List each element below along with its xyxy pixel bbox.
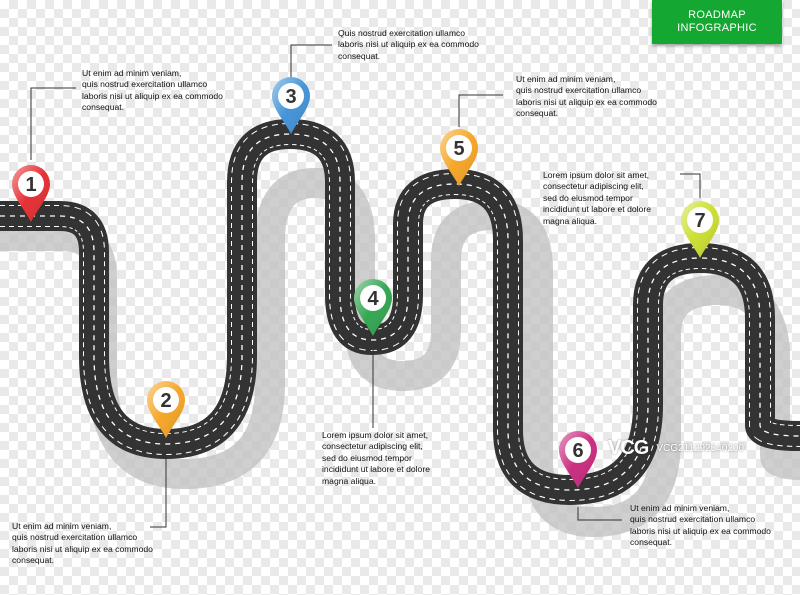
pin-1-number: 1 [25,174,36,196]
note-4: Lorem ipsum dolor sit amet, consectetur … [322,430,430,486]
pin-1-badge [18,171,44,197]
watermark-logo: VCG [608,436,649,459]
leader-line-6 [577,507,622,521]
pin-6-badge [565,437,591,463]
leader-lines [30,44,701,528]
pin-5-badge [446,135,472,161]
note-7: Lorem ipsum dolor sit amet, consectetur … [543,170,651,226]
pin-3: 3 [272,77,310,134]
note-5: Ut enim ad minim veniam, quis nostrud ex… [516,74,657,119]
watermark-text: VCG211292540200 [656,442,745,454]
leader-line-2 [150,458,167,528]
pin-1: 1 [12,165,50,222]
title-line-1: ROADMAP [688,9,746,21]
pin-4-number: 4 [367,288,379,310]
pin-6-number: 6 [572,440,583,462]
pin-2-badge [153,387,179,413]
note-3: Quis nostrud exercitation ullamco labori… [338,28,479,61]
pin-4: 4 [354,279,392,336]
leader-line-1 [30,87,76,160]
note-6: Ut enim ad minim veniam, quis nostrud ex… [630,503,771,548]
road-center-line [0,133,800,491]
title-line-2: INFOGRAPHIC [677,22,757,34]
leader-line-7 [680,173,701,198]
pin-7-badge [687,207,713,233]
note-2: Ut enim ad minim veniam, quis nostrud ex… [12,521,153,566]
watermark: VCG VCG211292540200 [600,428,800,468]
pin-2: 2 [147,381,185,438]
pin-6: 6 [559,431,597,488]
pin-3-number: 3 [285,86,296,108]
title-box: ROADMAP INFOGRAPHIC [652,0,782,44]
pin-7-number: 7 [694,210,705,232]
pin-3-badge [278,83,304,109]
pin-4-badge [360,285,386,311]
road-shadow [0,168,800,537]
pin-2-number: 2 [160,390,171,412]
leader-line-5 [458,94,503,127]
leader-line-3 [290,44,332,77]
pin-5: 5 [440,129,478,186]
pin-5-number: 5 [453,138,464,160]
note-1: Ut enim ad minim veniam, quis nostrud ex… [82,68,223,113]
pin-7: 7 [681,201,719,258]
